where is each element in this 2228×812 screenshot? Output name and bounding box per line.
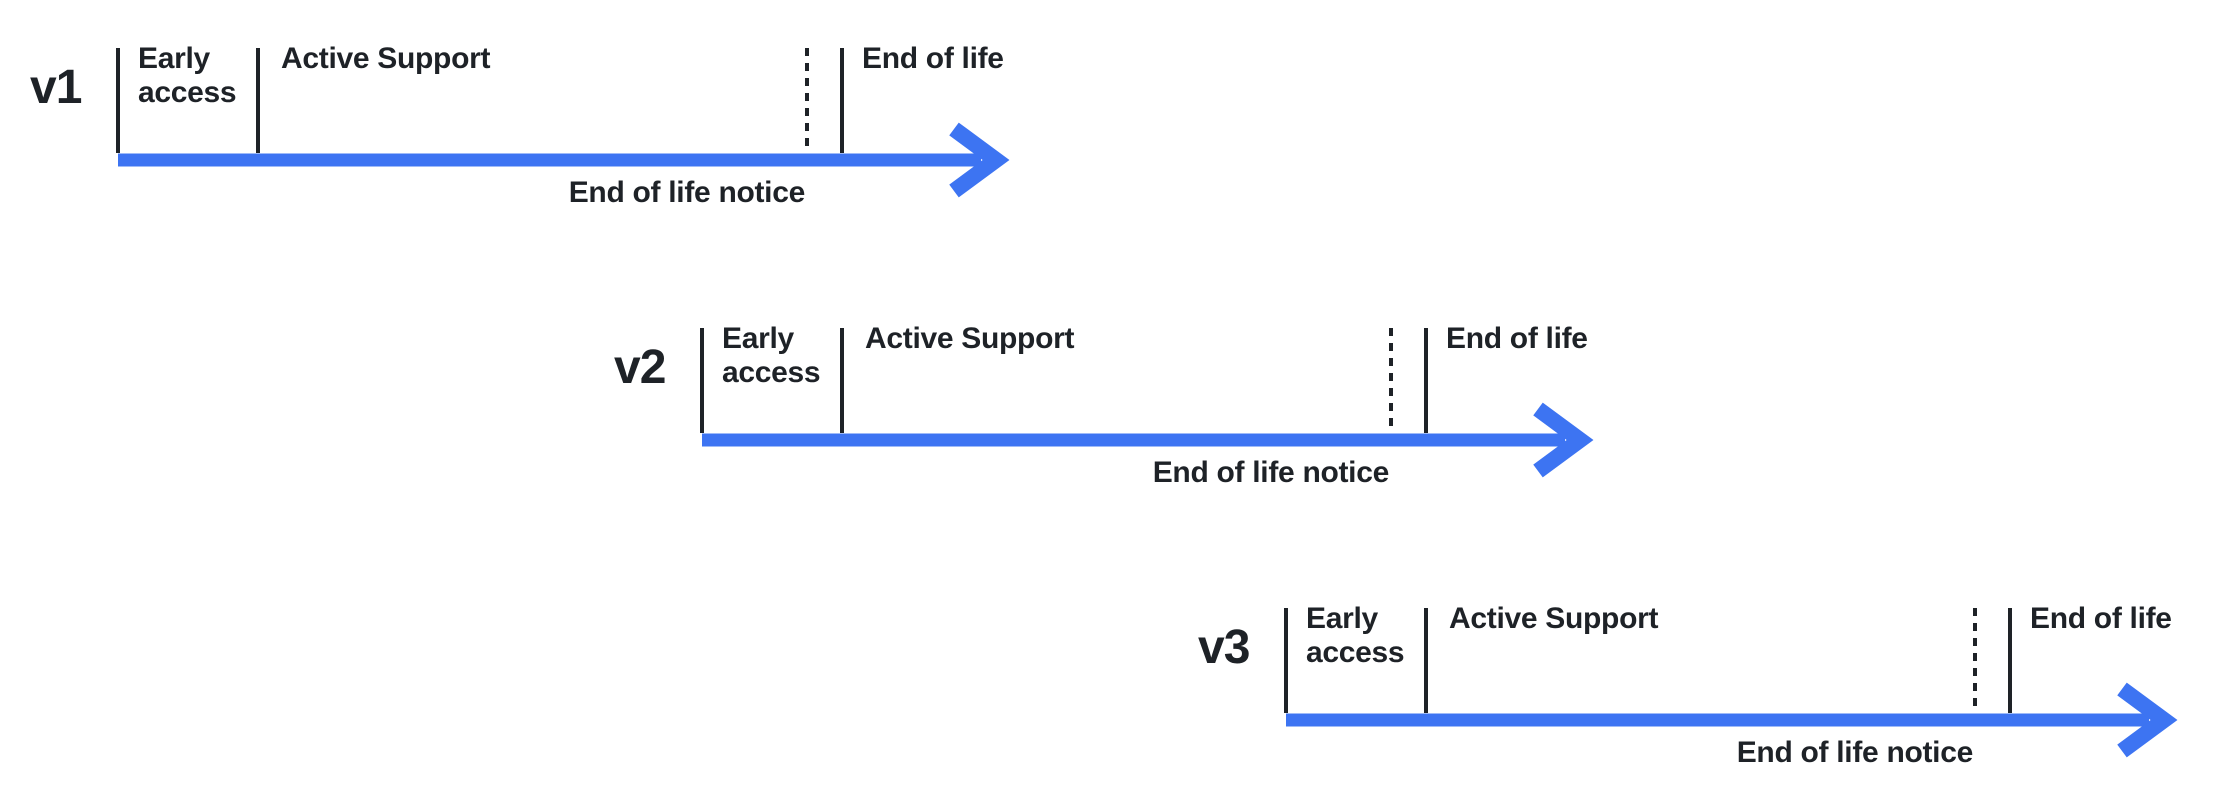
timeline-arrow-icon: [702, 402, 1594, 478]
timeline-v2: v2 Early access Active Support End of li…: [584, 280, 1644, 515]
early-access-label: Early access: [1306, 602, 1405, 669]
active-support-start-tick: [840, 328, 844, 433]
end-of-life-notice-label: End of life notice: [568, 176, 806, 209]
active-support-label: Active Support: [865, 322, 1075, 355]
early-access-label: Early access: [722, 322, 821, 389]
end-of-life-notice-label: End of life notice: [1152, 456, 1390, 489]
early-access-start-tick: [1284, 608, 1288, 713]
active-support-label: Active Support: [281, 42, 491, 75]
early-access-label: Early access: [138, 42, 237, 109]
end-of-life-tick: [840, 48, 844, 153]
timeline-v1: v1 Early access Active Support End of li…: [0, 0, 1060, 235]
early-access-start-tick: [116, 48, 120, 153]
eol-notice-dashed-line: [805, 48, 809, 153]
timeline-v3: v3 Early access Active Support End of li…: [1168, 560, 2228, 795]
end-of-life-tick: [1424, 328, 1428, 433]
active-support-label: Active Support: [1449, 602, 1659, 635]
eol-notice-dashed-line: [1973, 608, 1977, 713]
active-support-start-tick: [1424, 608, 1428, 713]
early-access-start-tick: [700, 328, 704, 433]
end-of-life-tick: [2008, 608, 2012, 713]
active-support-start-tick: [256, 48, 260, 153]
timeline-arrow-icon: [1286, 682, 2178, 758]
version-label: v3: [1198, 621, 1250, 674]
end-of-life-label: End of life: [2030, 602, 2172, 635]
version-label: v2: [614, 341, 666, 394]
end-of-life-notice-label: End of life notice: [1736, 736, 1974, 769]
version-label: v1: [30, 61, 82, 114]
end-of-life-label: End of life: [1446, 322, 1588, 355]
end-of-life-label: End of life: [862, 42, 1004, 75]
timeline-arrow-icon: [118, 122, 1010, 198]
eol-notice-dashed-line: [1389, 328, 1393, 433]
